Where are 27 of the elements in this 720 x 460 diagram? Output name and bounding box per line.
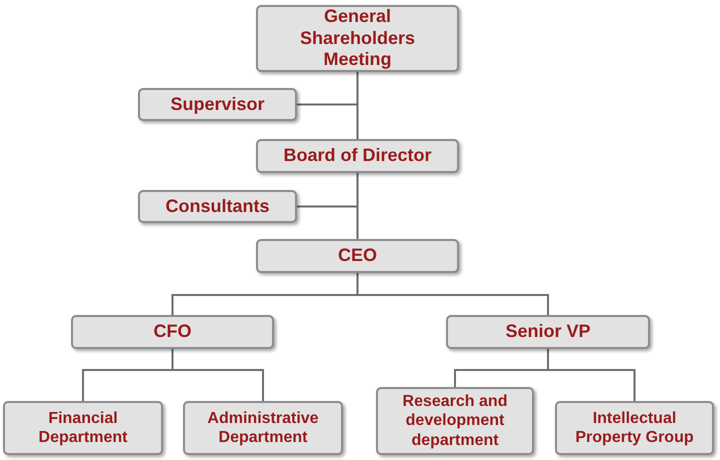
box-label: Board of Director [283,145,432,167]
org-box [3,401,163,455]
box-label: Financial Department [38,408,128,448]
box-label: CFO [154,321,192,343]
box-label: Administrative Department [206,408,320,448]
box-label: Supervisor [170,94,265,116]
box-label: Intellectual Property Group [574,408,695,448]
box-label: Consultants [165,196,270,218]
box-label: Senior VP [505,321,591,343]
org-box [376,387,534,455]
org-box [256,139,459,173]
org-box [183,401,343,455]
org-box [138,190,297,223]
connector-line [356,273,549,315]
org-box [555,401,714,455]
org-box [256,239,459,273]
org-box [256,5,459,72]
org-box [446,315,650,349]
connector-line [172,349,264,401]
connector-line [297,173,358,208]
org-box [71,315,274,349]
box-label: CEO [338,245,377,267]
connector-line [297,72,358,106]
org-box [138,88,297,121]
connector-line [547,349,636,401]
box-label: General Shareholders Meeting [298,6,416,71]
box-label: Research and development department [402,392,508,450]
